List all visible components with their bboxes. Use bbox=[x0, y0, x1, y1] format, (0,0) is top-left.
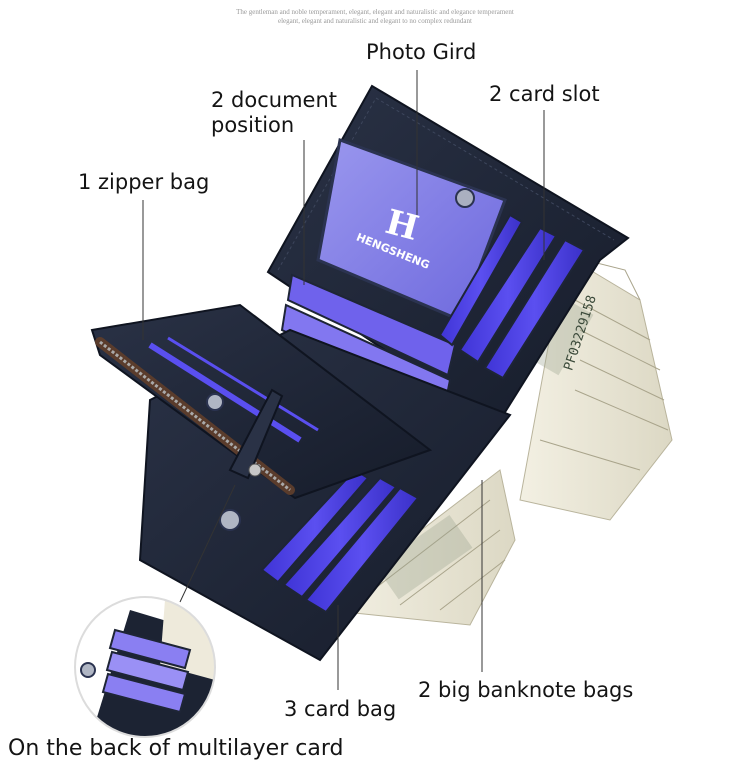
label-document-position-line2: position bbox=[211, 113, 295, 137]
right-card-slots bbox=[438, 213, 586, 380]
snap-button-icon bbox=[206, 393, 224, 411]
zipper-pull-icon bbox=[248, 463, 262, 477]
snap-button-icon bbox=[219, 509, 241, 531]
tagline-line-1: The gentleman and noble temperament, ele… bbox=[236, 8, 514, 16]
back-multilayer-inset bbox=[74, 596, 216, 738]
label-back-multilayer-card: On the back of multilayer card bbox=[8, 736, 344, 761]
lower-card-slots bbox=[260, 468, 420, 614]
label-document-position-line1: 2 document bbox=[211, 88, 337, 112]
label-card-slot: 2 card slot bbox=[489, 82, 600, 106]
wallet-right-page: H HENGSHENG bbox=[266, 84, 630, 427]
zipper-flap bbox=[90, 303, 433, 500]
snap-button-icon bbox=[455, 188, 475, 208]
label-card-bag: 3 card bag bbox=[284, 697, 397, 721]
tagline-line-2: elegant, elegant and naturalistic and el… bbox=[278, 17, 472, 25]
label-photo-grid: Photo Gird bbox=[366, 40, 477, 64]
zipper-pull-tab bbox=[228, 388, 284, 480]
callout-lines bbox=[142, 70, 545, 690]
photo-window: H HENGSHENG bbox=[316, 137, 507, 322]
label-zipper-bag: 1 zipper bag bbox=[78, 170, 210, 194]
label-banknote-bags: 2 big banknote bags bbox=[418, 678, 634, 702]
